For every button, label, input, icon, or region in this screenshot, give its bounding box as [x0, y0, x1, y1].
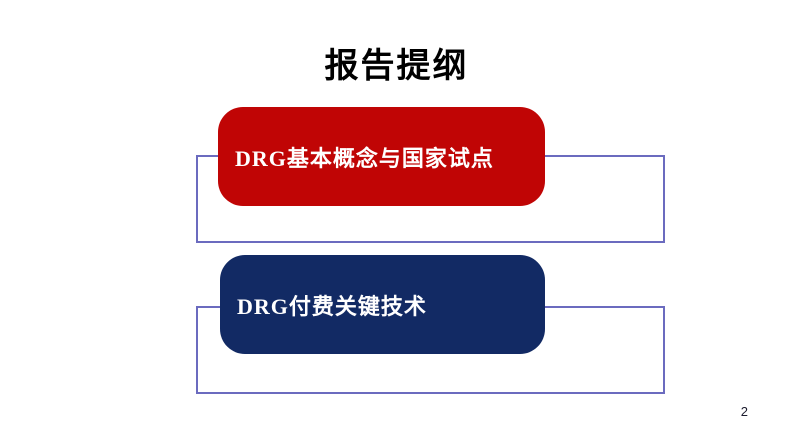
- agenda-item-1-label: DRG基本概念与国家试点: [235, 145, 494, 171]
- agenda-item-1-box: DRG基本概念与国家试点: [218, 107, 545, 206]
- page-title: 报告提纲: [324, 47, 469, 85]
- agenda-item-2-box: DRG付费关键技术: [220, 255, 545, 354]
- agenda-item-2-label: DRG付费关键技术: [237, 293, 427, 319]
- page-number: 2: [740, 404, 748, 419]
